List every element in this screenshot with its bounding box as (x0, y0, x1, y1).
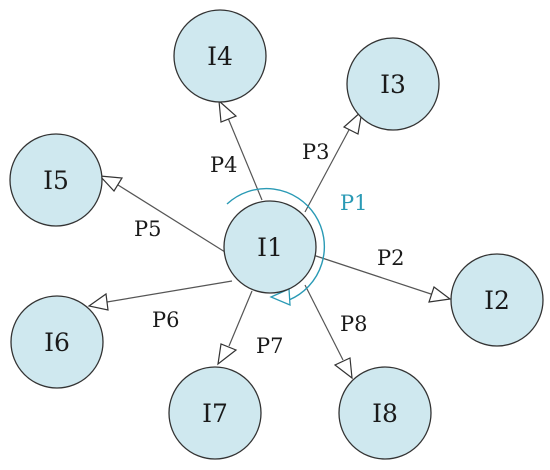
node-i4: I4 (173, 9, 267, 103)
node-i8-label: I8 (372, 399, 398, 428)
edge-p7 (217, 290, 253, 366)
edge-p2-label: P2 (377, 246, 405, 270)
node-i5: I5 (9, 133, 103, 227)
edge-p4 (218, 99, 263, 201)
edge-p4-label: P4 (210, 153, 238, 177)
edge-p5-label: P5 (134, 217, 162, 241)
edge-p8 (304, 284, 353, 380)
node-i1: I1 (223, 200, 317, 294)
node-i3-label: I3 (380, 70, 406, 99)
edge-p5 (98, 175, 226, 253)
node-i6: I6 (10, 295, 104, 389)
edge-p6 (87, 280, 233, 311)
node-i2: I2 (450, 253, 544, 347)
edge-p1-loop (226, 187, 326, 307)
node-i3: I3 (346, 37, 440, 131)
edge-p6-label: P6 (152, 308, 180, 332)
edge-p3 (304, 109, 363, 213)
node-i5-label: I5 (43, 166, 69, 195)
node-i8: I8 (338, 366, 432, 460)
node-i7-label: I7 (202, 399, 228, 428)
edge-p1-label: P1 (340, 191, 368, 215)
edge-p2 (312, 254, 452, 303)
edge-p8-label: P8 (340, 312, 368, 336)
edge-p7-label: P7 (256, 334, 284, 358)
node-i6-label: I6 (44, 328, 70, 357)
node-i2-label: I2 (484, 286, 510, 315)
node-i1-label: I1 (257, 233, 283, 262)
node-i7: I7 (168, 366, 262, 460)
node-i4-label: I4 (207, 42, 233, 71)
edge-p3-label: P3 (302, 140, 330, 164)
